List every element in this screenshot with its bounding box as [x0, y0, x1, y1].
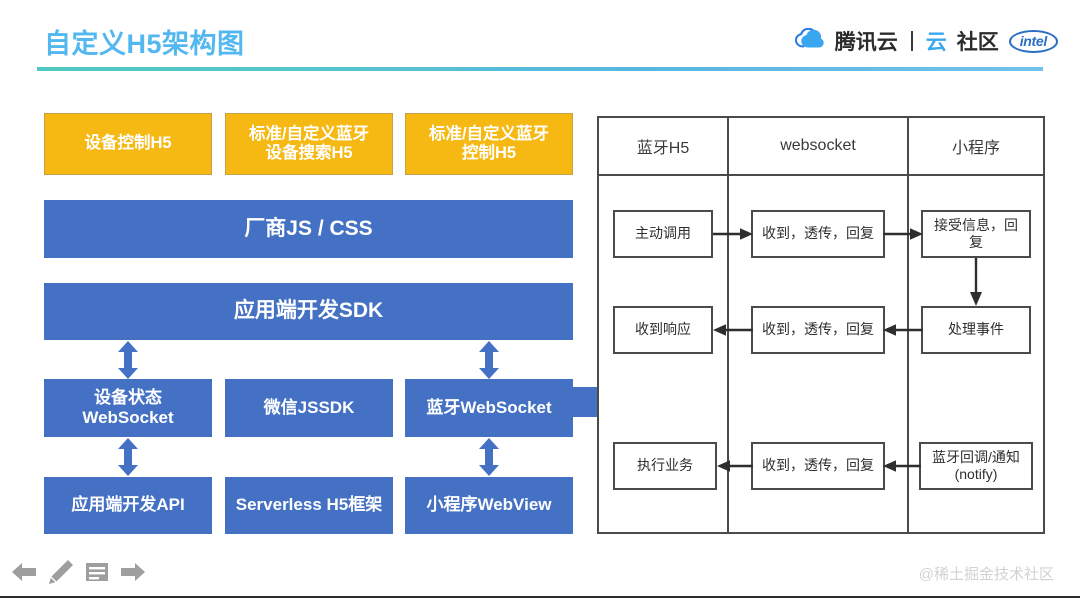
architecture-bar-vendor-js-css[interactable]: 厂商JS / CSS [44, 200, 573, 258]
pencil-icon[interactable] [47, 559, 75, 590]
architecture-box-bluetooth-websocket[interactable]: 蓝牙WebSocket [405, 379, 573, 437]
architecture-box-serverless-h5[interactable]: Serverless H5框架 [225, 477, 393, 534]
tencent-cloud-label: 腾讯云 [834, 31, 898, 54]
panel-column-divider-1 [727, 118, 729, 532]
architecture-bar-app-sdk[interactable]: 应用端开发SDK [44, 283, 573, 340]
title-underline-rule [37, 67, 1043, 71]
architecture-box-miniprogram-webview[interactable]: 小程序WebView [405, 477, 573, 534]
community-label: 社区 [956, 31, 999, 54]
connector-arrow-row1-b [883, 228, 923, 240]
brand-logo-group: 腾讯云 云 社区 intel [794, 26, 1058, 56]
double-arrow-sdk-to-bluetooth-websocket [479, 341, 499, 379]
watermark-text: @稀土掘金技术社区 [918, 566, 1054, 583]
cloud-community-glyph: 云 [925, 31, 947, 54]
connector-arrow-row3-b [883, 460, 921, 472]
double-arrow-bluetooth-ws-to-webview [479, 438, 499, 476]
architecture-box-device-control-h5[interactable]: 设备控制H5 [44, 113, 212, 175]
architecture-box-wechat-jssdk[interactable]: 微信JSSDK [225, 379, 393, 437]
sequence-cell-process-event[interactable]: 处理事件 [921, 306, 1031, 354]
sequence-cell-ws-relay-2[interactable]: 收到，透传，回复 [751, 306, 885, 354]
sequence-cell-receive-reply[interactable]: 接受信息，回 复 [921, 210, 1031, 258]
footer-toolbar [10, 559, 147, 590]
sequence-cell-ws-relay-3[interactable]: 收到，透传，回复 [751, 442, 885, 490]
connector-arrow-receive-to-process [970, 258, 982, 306]
connector-arrow-row2-b [883, 324, 923, 336]
panel-header-websocket: websocket [780, 137, 856, 154]
double-arrow-device-state-to-api [118, 438, 138, 476]
page-title: 自定义H5架构图 [44, 29, 245, 59]
notes-icon[interactable] [84, 561, 110, 588]
connector-arrow-row3-a [717, 460, 753, 472]
panel-header-bluetooth-h5: 蓝牙H5 [636, 140, 690, 157]
panel-column-divider-2 [907, 118, 909, 532]
sequence-cell-ws-relay-1[interactable]: 收到，透传，回复 [751, 210, 885, 258]
next-arrow-icon[interactable] [119, 560, 147, 589]
sequence-cell-receive-response[interactable]: 收到响应 [613, 306, 713, 354]
intel-logo: intel [1008, 29, 1058, 53]
architecture-box-bluetooth-search-h5[interactable]: 标准/自定义蓝牙 设备搜索H5 [225, 113, 393, 175]
previous-arrow-icon[interactable] [10, 560, 38, 589]
footer-divider-rule [0, 596, 1080, 598]
sequence-cell-active-call[interactable]: 主动调用 [613, 210, 713, 258]
sequence-cell-bluetooth-notify[interactable]: 蓝牙回调/通知 (notify) [919, 442, 1033, 490]
tencent-cloud-icon [794, 27, 825, 55]
brand-divider [910, 31, 913, 51]
architecture-box-bluetooth-control-h5[interactable]: 标准/自定义蓝牙 控制H5 [405, 113, 573, 175]
architecture-box-device-state-websocket[interactable]: 设备状态 WebSocket [44, 379, 212, 437]
panel-header-miniprogram: 小程序 [951, 140, 1000, 157]
double-arrow-sdk-to-device-state [118, 341, 138, 379]
panel-header-divider [599, 174, 1043, 176]
sequence-panel: 蓝牙H5 websocket 小程序 主动调用 收到，透传，回复 接受信息，回 … [597, 116, 1045, 534]
sequence-cell-execute-business[interactable]: 执行业务 [613, 442, 717, 490]
connector-arrow-row1-a [713, 228, 753, 240]
architecture-box-app-dev-api[interactable]: 应用端开发API [44, 477, 212, 534]
connector-arrow-row2-a [713, 324, 753, 336]
